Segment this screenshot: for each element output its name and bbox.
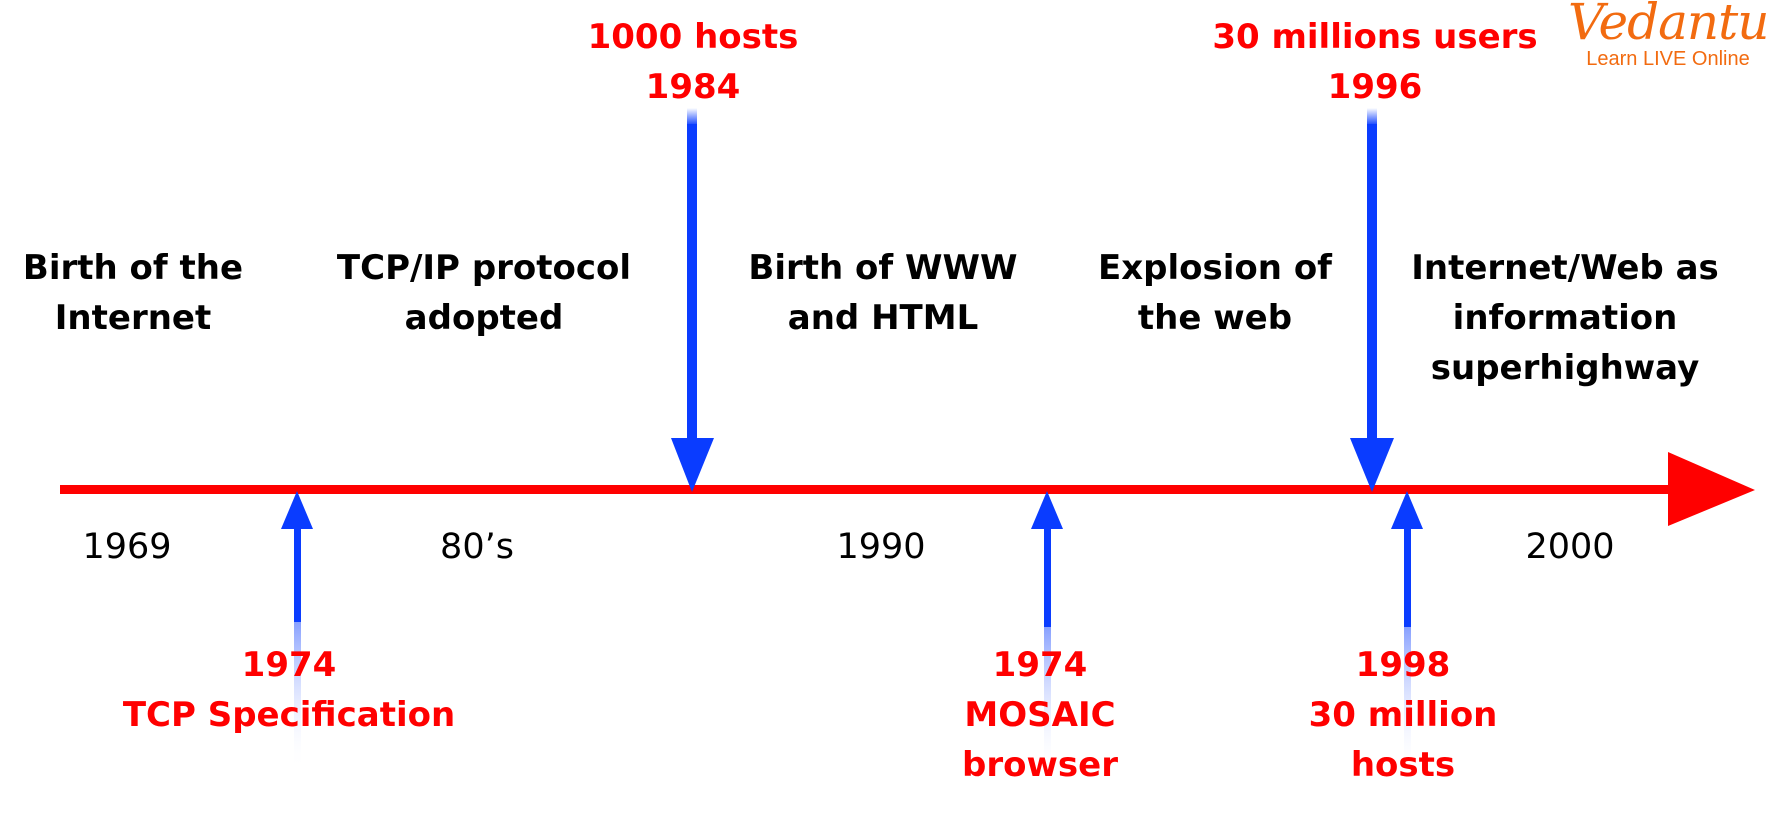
- era-line: Internet/Web as: [1411, 248, 1719, 288]
- event-line: 1974: [992, 645, 1088, 685]
- arrow-down-1984: [671, 108, 714, 492]
- year-label-1990: 1990: [836, 527, 926, 567]
- era-line: Birth of WWW: [748, 248, 1018, 288]
- arrow-up-1974-tcp: [281, 491, 313, 770]
- timeline-arrowhead: [1668, 452, 1755, 526]
- era-label-birth-of-www: Birth of WWW and HTML: [748, 243, 1017, 343]
- era-line: superhighway: [1430, 348, 1700, 388]
- event-line: 1984: [645, 67, 741, 107]
- event-line: browser: [962, 745, 1118, 785]
- event-1974-tcp-specification: 1974 TCP Specification: [123, 640, 455, 740]
- event-line: MOSAIC: [964, 695, 1116, 735]
- event-line: hosts: [1350, 745, 1456, 785]
- era-line: adopted: [404, 298, 564, 338]
- event-line: 30 millions users: [1212, 17, 1538, 57]
- era-label-tcpip-adopted: TCP/IP protocol adopted: [337, 243, 631, 343]
- year-label-80s: 80’s: [440, 527, 514, 567]
- year-label-1969: 1969: [82, 527, 172, 567]
- era-label-birth-of-internet: Birth of the Internet: [23, 243, 243, 343]
- event-1998-30-million-hosts: 1998 30 million hosts: [1309, 640, 1498, 790]
- arrow-up-1974-mosaic: [1031, 491, 1063, 775]
- vedantu-logo: Vedantu Learn LIVE Online: [1568, 0, 1769, 70]
- event-1974-mosaic-browser: 1974 MOSAIC browser: [962, 640, 1118, 790]
- event-line: 1998: [1355, 645, 1451, 685]
- era-line: Explosion of: [1098, 248, 1332, 288]
- era-line: Birth of the: [22, 248, 244, 288]
- logo-tagline: Learn LIVE Online: [1586, 48, 1750, 70]
- event-1996-30-million-users: 30 millions users 1996: [1212, 12, 1537, 112]
- year-label-2000: 2000: [1525, 527, 1615, 567]
- event-line: 30 million: [1308, 695, 1498, 735]
- era-label-information-superhighway: Internet/Web as information superhighway: [1411, 243, 1719, 393]
- era-line: information: [1452, 298, 1678, 338]
- arrow-up-1998: [1391, 491, 1423, 775]
- arrow-down-1996: [1350, 108, 1394, 492]
- timeline-axis-line: [60, 485, 1672, 494]
- event-1984-1000-hosts: 1000 hosts 1984: [588, 12, 799, 112]
- event-line: TCP Specification: [122, 695, 456, 735]
- event-line: 1996: [1327, 67, 1423, 107]
- era-line: the web: [1137, 298, 1293, 338]
- logo-brand-text: Vedantu: [1568, 0, 1769, 51]
- era-line: Internet: [54, 298, 212, 338]
- era-line: and HTML: [787, 298, 979, 338]
- era-label-explosion-of-web: Explosion of the web: [1098, 243, 1332, 343]
- event-line: 1000 hosts: [587, 17, 799, 57]
- event-line: 1974: [241, 645, 337, 685]
- era-line: TCP/IP protocol: [336, 248, 632, 288]
